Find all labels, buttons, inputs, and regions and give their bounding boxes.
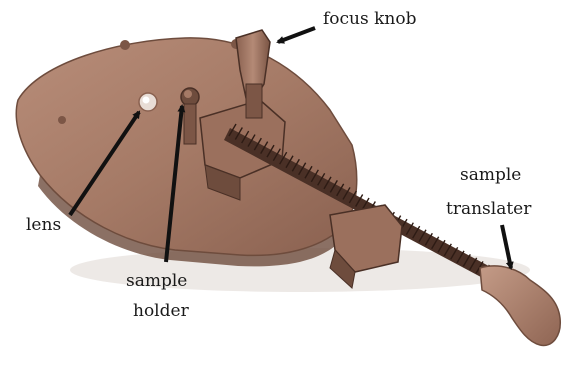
focus-knob-label: focus knob (323, 11, 417, 28)
lens-center (143, 97, 150, 104)
sample-holder-label-line-2: holder (133, 303, 189, 320)
sample-translater-label-line-1: sample (460, 167, 521, 184)
sample-holder-label-line-1: sample (126, 273, 187, 290)
arrow-focus-knob (278, 28, 315, 42)
lens-label: lens (26, 217, 61, 234)
sample-holder-pin-top (184, 90, 192, 98)
microscope-plate (16, 38, 356, 256)
sample-holder-post (184, 104, 196, 144)
sample-translater-label-line-2: translater (446, 201, 531, 218)
rivet (58, 116, 66, 124)
sample-translater-handle (480, 266, 560, 346)
focus-knob-stem (246, 84, 262, 118)
rivet (120, 40, 130, 50)
